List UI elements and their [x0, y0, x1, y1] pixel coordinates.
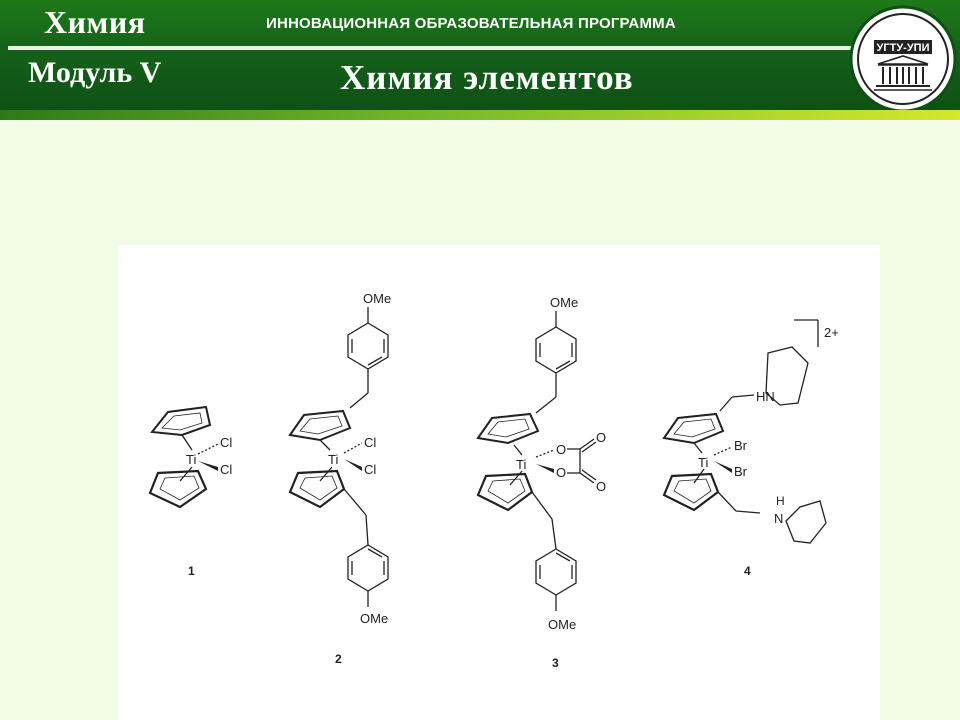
compound-4: 2+ HN H N Ti Br Br 4: [662, 319, 839, 578]
c2-number: 2: [335, 652, 342, 666]
c4-amine-bottom: N: [774, 511, 783, 526]
course-title: Химия элементов: [340, 58, 634, 97]
c2-ligand-a: Cl: [364, 435, 376, 450]
compound-3: OMe OMe Ti: [476, 295, 606, 670]
titanocene-structures: Ti Cl Cl 1 OMe: [148, 291, 839, 670]
compound-2: OMe OMe: [288, 291, 391, 666]
university-logo: УГТУ-УПИ: [849, 5, 957, 113]
c3-ligand-o1: O: [556, 442, 566, 457]
c4-charge: 2+: [824, 325, 839, 340]
c2-ligand-b: Cl: [364, 462, 376, 477]
compound-1: Ti Cl Cl 1: [148, 405, 232, 578]
program-title: ИННОВАЦИОННАЯ ОБРАЗОВАТЕЛЬНАЯ ПРОГРАММА: [266, 15, 676, 32]
c3-ligand-o4: O: [596, 479, 606, 494]
c4-ligand-a: Br: [734, 438, 748, 453]
c3-metal: Ti: [516, 457, 526, 472]
c3-ligand-o3: O: [596, 430, 606, 445]
module-label: Модуль V: [28, 56, 162, 89]
header-rule: [8, 46, 860, 50]
c1-number: 1: [188, 564, 195, 578]
header-banner: Химия Модуль V ИННОВАЦИОННАЯ ОБРАЗОВАТЕЛ…: [0, 0, 960, 118]
c4-ligand-b: Br: [734, 464, 748, 479]
header-accent-strip: [0, 110, 960, 120]
c2-metal: Ti: [328, 452, 338, 467]
c4-metal: Ti: [698, 455, 708, 470]
c4-number: 4: [744, 564, 751, 578]
c3-number: 3: [552, 656, 559, 670]
c4-amine-h: H: [776, 494, 785, 508]
c3-ome-bottom: OMe: [548, 617, 576, 632]
c1-ligand-a: Cl: [220, 435, 232, 450]
subject-title: Химия: [44, 4, 146, 40]
c1-ligand-b: Cl: [220, 462, 232, 477]
c4-amine-top: HN: [756, 389, 775, 404]
chemistry-figure: Ti Cl Cl 1 OMe: [118, 245, 880, 720]
logo-text: УГТУ-УПИ: [877, 42, 930, 54]
c3-ome-top: OMe: [550, 295, 578, 310]
c2-ome-top: OMe: [363, 291, 391, 306]
c1-metal: Ti: [186, 452, 196, 467]
c3-ligand-o2: O: [556, 465, 566, 480]
c2-ome-bottom: OMe: [360, 611, 388, 626]
